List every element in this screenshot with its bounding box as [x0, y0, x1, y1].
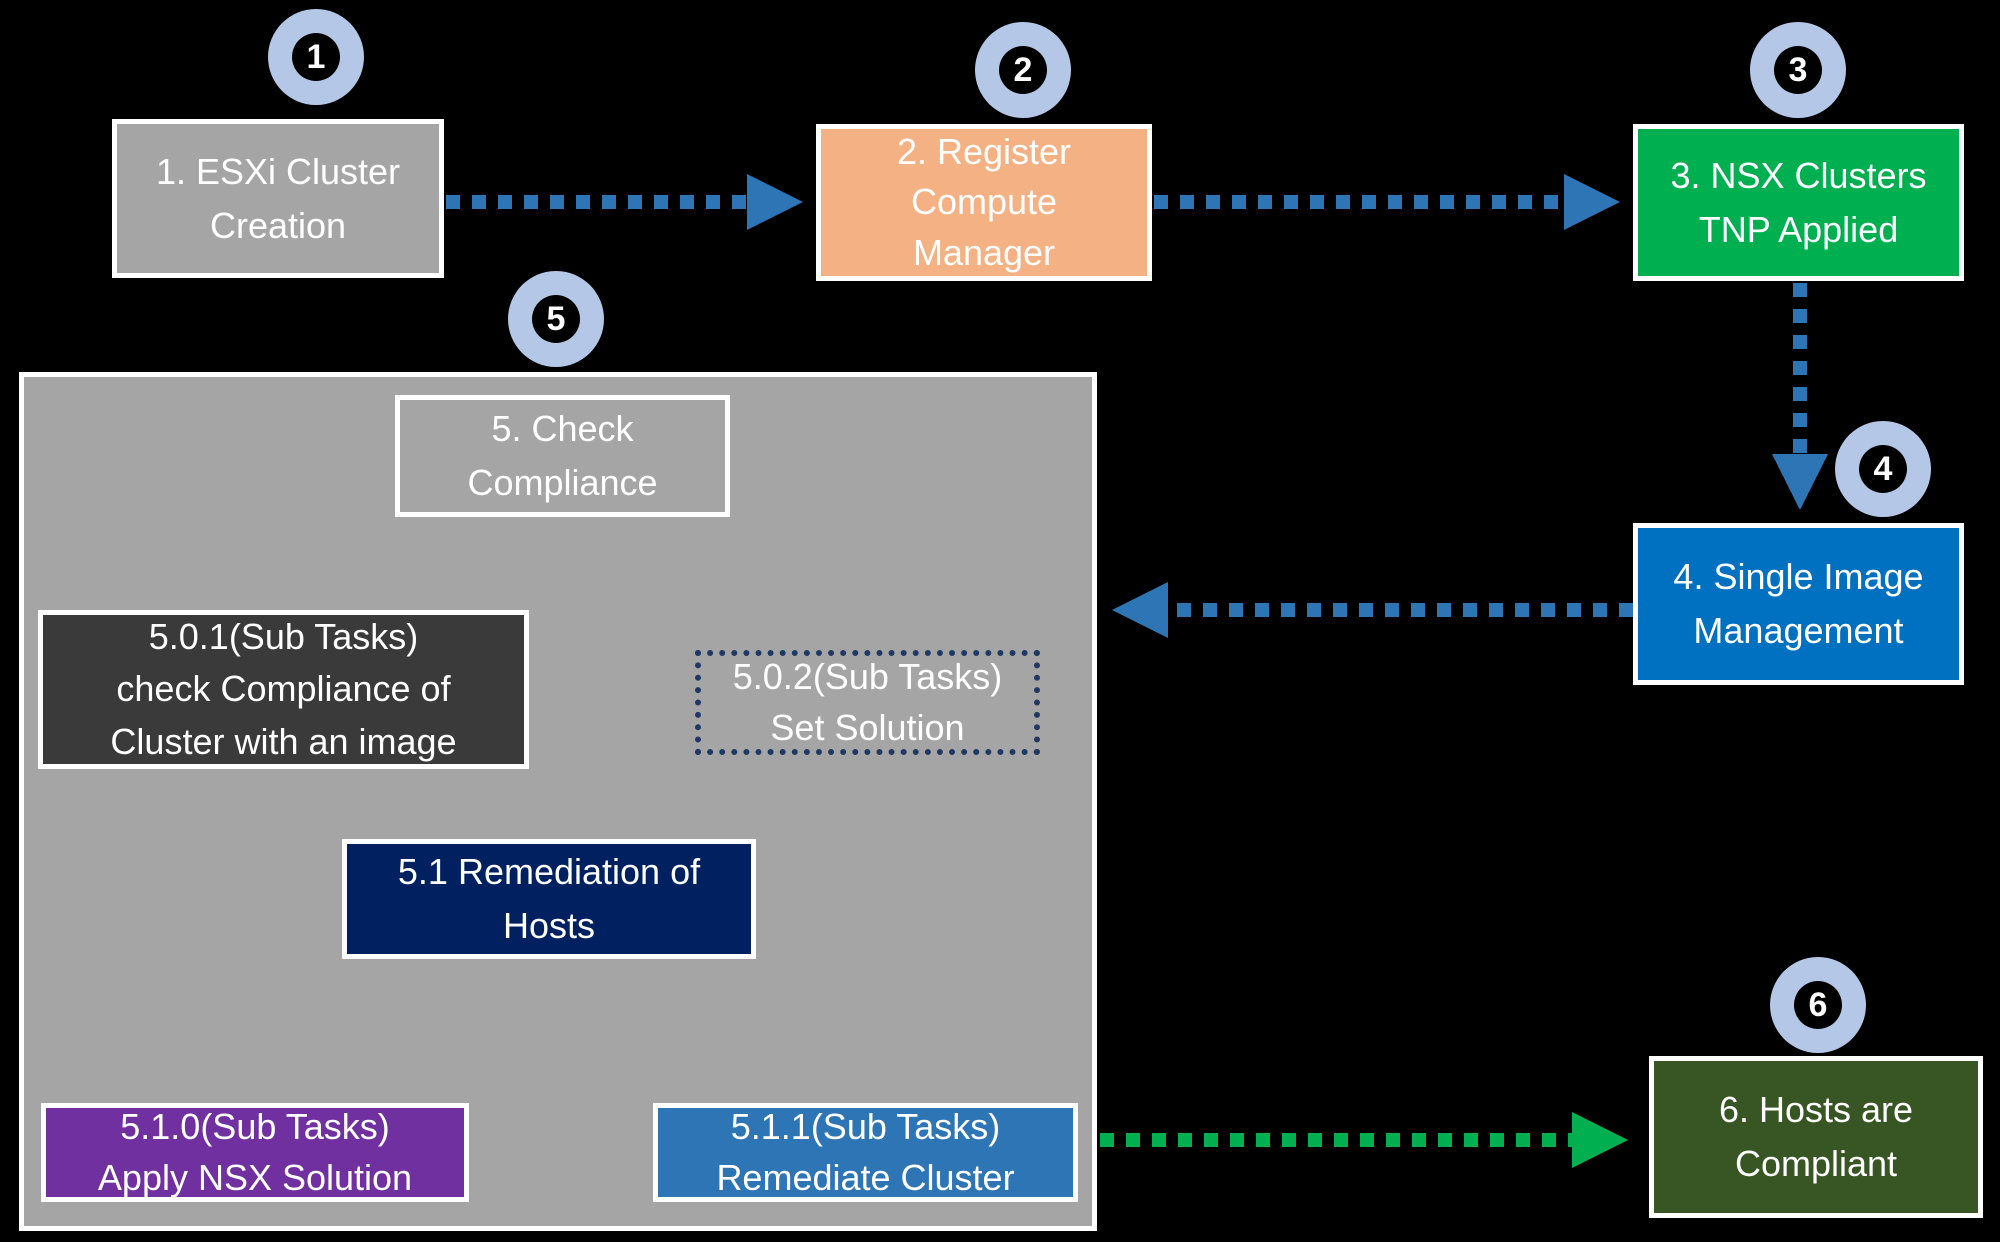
step-badge-3: 3 [1750, 22, 1846, 118]
step-badge-2: 2 [975, 22, 1071, 118]
subtask-511-remediate-cluster[interactable]: 5.1.1(Sub Tasks)Remediate Cluster [653, 1103, 1078, 1202]
subtask-510-apply-nsx-solution[interactable]: 5.1.0(Sub Tasks)Apply NSX Solution [41, 1103, 469, 1202]
step-badge-4: 4 [1835, 421, 1931, 517]
step-badge-6: 6 [1770, 957, 1866, 1053]
step-badge-1: 1 [268, 9, 364, 105]
subtask-502-set-solution[interactable]: 5.0.2(Sub Tasks)Set Solution [695, 650, 1040, 755]
step-badge-5: 5 [508, 271, 604, 367]
